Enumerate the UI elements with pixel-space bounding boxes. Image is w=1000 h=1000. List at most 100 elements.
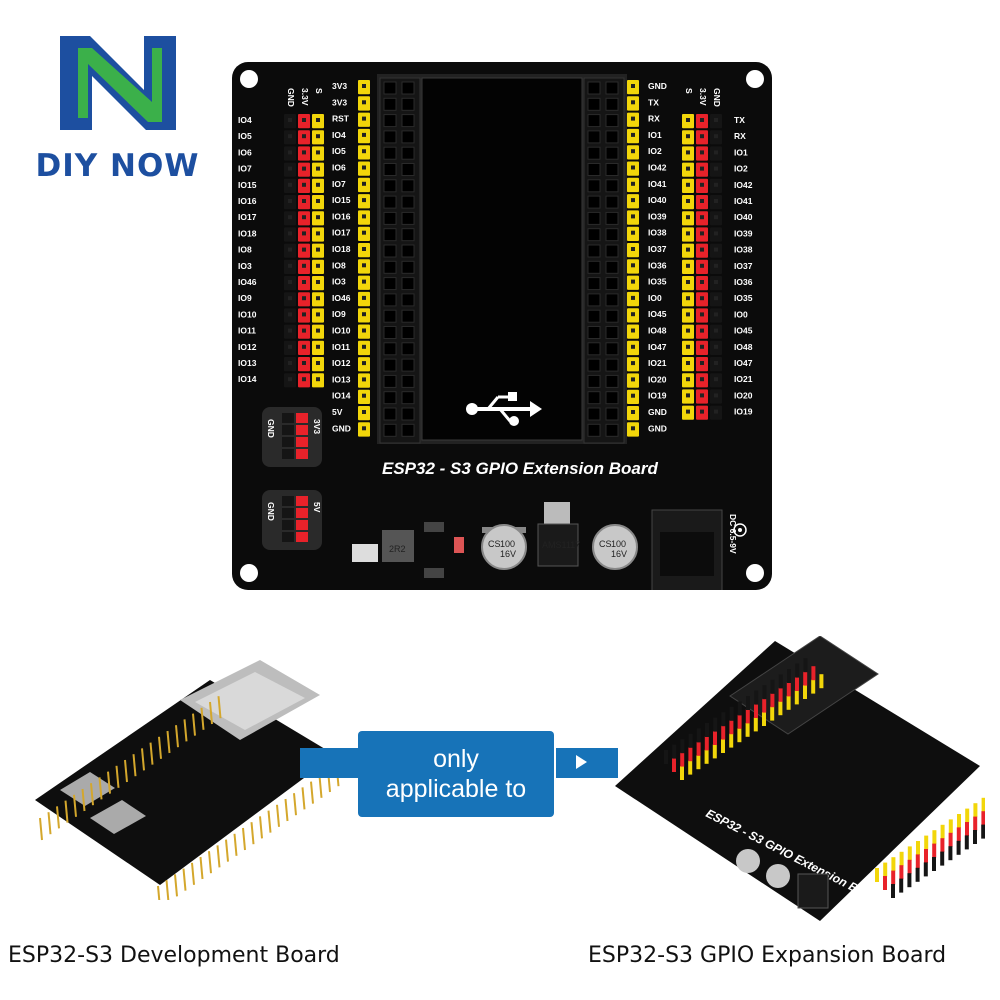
svg-text:CS: CS [599,539,612,549]
dev-pin [149,742,154,765]
pin-label: IO39 [734,228,753,238]
pin-label: IO36 [648,260,667,270]
pin-label: GND [648,81,667,91]
exp-pin [940,838,945,853]
dev-pin [216,845,221,868]
exp-pin [737,714,742,729]
pin-label: IO18 [332,244,351,254]
dev-pin [225,839,229,862]
dev-pin [233,833,238,856]
exp-pin [932,830,937,845]
dev-pin [81,788,86,812]
pin-label: IO10 [238,309,257,319]
pin-label: IO3 [332,277,346,287]
exp-pin [753,717,758,732]
pin-label: IO13 [238,358,257,368]
brand-name: DIY NOW [35,148,200,184]
pin-label: IO9 [332,309,346,319]
exp-pin [745,722,750,737]
pin-label: IO2 [734,164,748,174]
pin-label: IO11 [332,342,350,352]
pin-label: GND [648,407,667,417]
pin-label: IO40 [734,212,753,222]
inductor-label: 2R2 [389,544,406,554]
pin-label: IO47 [734,358,753,368]
pin-label: IO7 [332,179,346,189]
pin-label: IO16 [238,196,257,206]
dev-pin [90,783,94,806]
pin-label: IO17 [238,212,257,222]
pin-label: IO37 [648,244,667,254]
exp-pin [778,701,783,716]
pin-label: 5V [332,407,343,417]
exp-pin [680,766,684,780]
dev-pin [158,736,162,759]
banner-right [556,748,618,778]
exp-pin [965,822,969,836]
pin-label: IO5 [332,146,346,156]
pin-label: IO16 [332,211,351,221]
exp-pin [899,865,904,880]
exp-pin [803,658,808,673]
dev-pin [175,725,179,748]
dev-pin [166,730,171,754]
pin-label: IO12 [332,358,351,368]
dev-pin [141,748,145,771]
arrow-right-icon [576,755,587,769]
svg-text:100: 100 [500,539,515,549]
exp-pin [721,739,725,753]
exp-pin [811,666,816,681]
pin-label: IO35 [734,293,753,303]
power-header-label: GND [266,419,276,438]
exp-pin [795,663,800,678]
pin-label: IO12 [238,342,257,352]
dev-pin [310,781,314,804]
dc-jack [651,509,723,590]
caption-expansion-board: ESP32-S3 GPIO Expansion Board [588,943,947,968]
power-header-label: 5V [312,502,322,513]
exp-pin [940,851,945,866]
exp-pin [883,876,887,890]
pin-label: IO20 [648,374,667,384]
exp-pin [704,749,709,764]
pin-label: IO47 [648,342,667,352]
pin-label: IO37 [734,261,753,271]
pin-label: IO1 [734,147,748,157]
exp-pin [737,728,742,743]
exp-pin [875,868,879,882]
pin-label: IO10 [332,326,351,336]
exp-pin [973,816,978,831]
pin-label: RX [648,114,660,124]
exp-pin [729,733,734,748]
pin-label: IO45 [734,326,753,336]
dev-pin [242,827,246,851]
exp-pin [940,824,945,839]
exp-pin [924,849,928,863]
exp-pin [745,709,750,724]
column-header-left: GND [286,88,296,107]
exp-pin [956,827,961,842]
exp-pin [891,884,895,898]
exp-pin [746,696,750,710]
pin-label: IO41 [734,196,753,206]
pin-label: IO2 [648,146,662,156]
pin-label: IO20 [734,390,753,400]
dev-pin [174,874,178,897]
callout-line1: only [433,745,479,773]
exp-pin [680,752,685,767]
exp-pin [770,693,775,708]
exp-pin [729,720,734,735]
pin-label: IO39 [648,211,667,221]
dev-pin [98,777,103,800]
exp-pin [948,846,953,861]
pin-label: IO38 [734,245,753,255]
exp-pin [729,706,734,721]
pin-label: IO0 [734,309,748,319]
exp-pin [672,758,676,772]
dev-pin [200,707,205,730]
exp-pin [899,878,904,893]
pin-label: IO4 [332,130,346,140]
exp-pin [778,687,783,702]
dev-pin [191,862,195,885]
usb-icon [466,392,542,426]
